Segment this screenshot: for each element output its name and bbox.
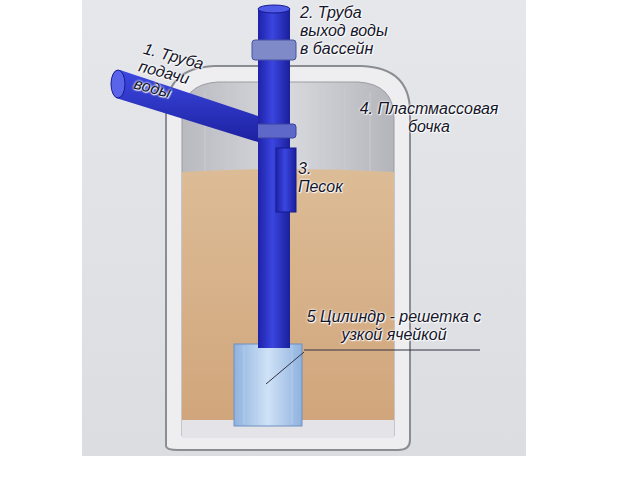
leader-underline bbox=[304, 350, 480, 351]
inlet-opening bbox=[111, 70, 125, 98]
pipe-opening bbox=[258, 5, 290, 13]
callout-label: 2. Труба выход воды в бассейн bbox=[300, 4, 396, 58]
callout-label: 5 Цилиндр - решетка с узкой ячейкой bbox=[306, 308, 482, 344]
pipe-collar bbox=[252, 124, 296, 138]
leader-line bbox=[266, 352, 304, 384]
mesh-lines bbox=[244, 346, 292, 424]
callout-label: 4. Пластмассовая бочка bbox=[344, 100, 514, 136]
pipe-collar bbox=[252, 40, 296, 60]
callout-label: 3. Песок bbox=[298, 160, 354, 196]
background-panel bbox=[82, 0, 526, 456]
mesh-cylinder bbox=[234, 344, 302, 426]
inlet-segment bbox=[276, 148, 296, 212]
